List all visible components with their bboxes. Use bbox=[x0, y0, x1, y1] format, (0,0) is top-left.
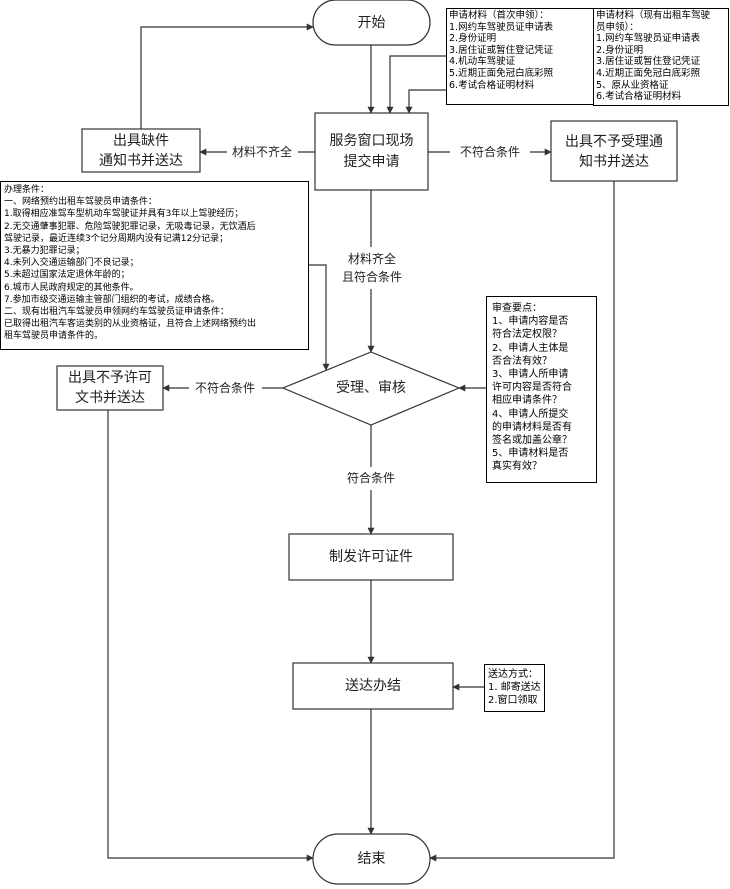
conditions-line: 租车驾驶员申请条件的。 bbox=[4, 331, 104, 342]
review-points-line: 签名或加盖公章？ bbox=[492, 435, 572, 447]
review-points-line: 许可内容是否符合 bbox=[492, 382, 572, 394]
materials-existing-item: 6.考试合格证明材料 bbox=[596, 91, 682, 103]
materials-existing-title-2: 员申领）： bbox=[596, 21, 639, 33]
delivery-method-item: 2.窗口领取 bbox=[488, 695, 538, 706]
edge-materials-first bbox=[386, 55, 446, 114]
review-points-line: 4、申请人所提交 bbox=[492, 408, 569, 420]
review-points-box: 审查要点： 1、申请内容是否 符合法定权限？ 2、申请人主体是 否合法有效？ 3… bbox=[486, 296, 597, 483]
materials-first-item: 3.居住证或暂住登记凭证 bbox=[449, 44, 554, 56]
materials-existing-item: 5、原从业资格证 bbox=[596, 79, 669, 91]
conditions-line: 1.取得相应准驾车型机动车驾驶证并具有3年以上驾驶经历； bbox=[4, 209, 244, 220]
reject-notice-label-2: 知书并送达 bbox=[579, 153, 649, 170]
start-label: 开始 bbox=[358, 15, 386, 31]
conditions-line: 3.无暴力犯罪记录； bbox=[4, 246, 85, 257]
deliver-label: 送达办结 bbox=[345, 678, 401, 694]
delivery-method-title: 送达方式： bbox=[488, 669, 538, 680]
materials-first-item: 5.近期正面免冠白底彩照 bbox=[449, 67, 554, 79]
materials-existing-box: 申请材料（现有出租车驾驶 员申领）： 1.网约车驾驶员证申请表 2.身份证明 3… bbox=[593, 8, 729, 106]
edge-reject-end bbox=[429, 181, 615, 862]
conditions-box: 办理条件： 一、网络预约出租车驾驶员申请条件： 1.取得相应准驾车型机动车驾驶证… bbox=[0, 181, 309, 350]
materials-first-box: 申请材料（首次申领）： 1.网约车驾驶员证申请表 2.身份证明 3.居住证或暂住… bbox=[446, 8, 594, 105]
conditions-line: 已取得出租汽车客运类别的从业资格证，且符合上述网络预约出 bbox=[4, 319, 257, 330]
review-points-line: 审查要点： bbox=[492, 303, 542, 314]
start-node bbox=[312, 0, 431, 46]
review-points-line: 1、申请内容是否 bbox=[492, 316, 569, 328]
deny-label-1: 出具不予许可 bbox=[68, 370, 152, 386]
delivery-method-box: 送达方式： 1. 邮寄送达 2.窗口领取 bbox=[484, 664, 545, 712]
materials-first-item: 2.身份证明 bbox=[449, 33, 497, 45]
review-points-line: 真实有效？ bbox=[492, 461, 542, 473]
submit-label-1: 服务窗口现场 bbox=[330, 132, 414, 149]
conditions-line: 办理条件： bbox=[4, 185, 50, 195]
deny-node bbox=[56, 365, 164, 411]
review-points-line: 符合法定权限？ bbox=[492, 329, 562, 341]
edge-conditions bbox=[308, 264, 330, 371]
end-node bbox=[312, 833, 431, 885]
review-points-line: 5、申请材料是否 bbox=[492, 448, 569, 460]
issue-label: 制发许可证件 bbox=[329, 549, 413, 565]
conditions-line: 2.无交通肇事犯罪、危险驾驶犯罪记录，无吸毒记录，无饮酒后 bbox=[4, 221, 256, 232]
edge-deny-end bbox=[107, 410, 314, 862]
edge-label-complete-2: 且符合条件 bbox=[342, 269, 402, 284]
end-label: 结束 bbox=[358, 851, 386, 867]
delivery-method-item: 1. 邮寄送达 bbox=[488, 682, 541, 693]
edge-incomplete-return bbox=[140, 23, 314, 129]
deny-label-2: 文书并送达 bbox=[75, 390, 145, 406]
review-points-line: 2、申请人主体是 bbox=[492, 342, 569, 354]
conditions-line: 驾驶记录，最近连续3个记分周期内没有记满12分记录； bbox=[4, 233, 229, 244]
conditions-line: 5.未超过国家法定退休年龄的； bbox=[4, 270, 130, 281]
materials-first-item: 6.考试合格证明材料 bbox=[449, 79, 535, 91]
edge-label-qualified: 符合条件 bbox=[347, 470, 395, 485]
conditions-line: 二、现有出租汽车驾驶员申领网约车驾驶员证申请条件： bbox=[4, 307, 230, 318]
issue-node bbox=[288, 533, 454, 581]
submit-label-2: 提交申请 bbox=[344, 153, 400, 170]
conditions-line: 4.未列入交通运输部门不良记录； bbox=[4, 258, 139, 269]
deliver-node bbox=[292, 662, 454, 710]
materials-existing-title-1: 申请材料（现有出租车驾驶 bbox=[596, 10, 711, 21]
conditions-line: 6.城市人民政府规定的其他条件。 bbox=[4, 282, 139, 293]
incomplete-notice-node bbox=[81, 128, 201, 173]
materials-first-title: 申请材料（首次申领）： bbox=[449, 10, 549, 21]
review-points-line: 相应申请条件？ bbox=[492, 395, 562, 407]
submit-node bbox=[314, 112, 429, 191]
review-node bbox=[281, 351, 461, 426]
materials-existing-item: 2.身份证明 bbox=[596, 44, 644, 56]
edge-label-incomplete: 材料不齐全 bbox=[232, 144, 292, 159]
edge-label-complete-1: 材料齐全 bbox=[348, 251, 396, 266]
review-points-line: 否合法有效？ bbox=[492, 355, 552, 367]
reject-notice-label-1: 出具不予受理通 bbox=[565, 134, 663, 150]
incomplete-notice-label-2: 通知书并送达 bbox=[99, 152, 183, 169]
review-label: 受理、审核 bbox=[336, 380, 406, 396]
reject-notice-node bbox=[550, 120, 678, 182]
materials-existing-item: 4.近期正面免冠白底彩照 bbox=[596, 67, 701, 79]
incomplete-notice-label-1: 出具缺件 bbox=[113, 133, 169, 149]
review-points-line: 3、申请人所申请 bbox=[492, 369, 569, 381]
materials-first-item: 4.机动车驾驶证 bbox=[449, 56, 516, 68]
materials-first-item: 1.网约车驾驶员证申请表 bbox=[449, 21, 554, 33]
conditions-line: 一、网络预约出租车驾驶员申请条件： bbox=[4, 197, 158, 208]
conditions-line: 7.参加市级交通运输主管部门组织的考试，成绩合格。 bbox=[4, 294, 220, 305]
edge-label-not-qualified-left: 不符合条件 bbox=[195, 380, 255, 395]
review-points-line: 的申请材料是否有 bbox=[492, 421, 572, 433]
edge-label-not-qualified-top: 不符合条件 bbox=[460, 144, 520, 159]
materials-existing-item: 3.居住证或暂住登记凭证 bbox=[596, 56, 701, 68]
materials-existing-item: 1.网约车驾驶员证申请表 bbox=[596, 33, 701, 45]
